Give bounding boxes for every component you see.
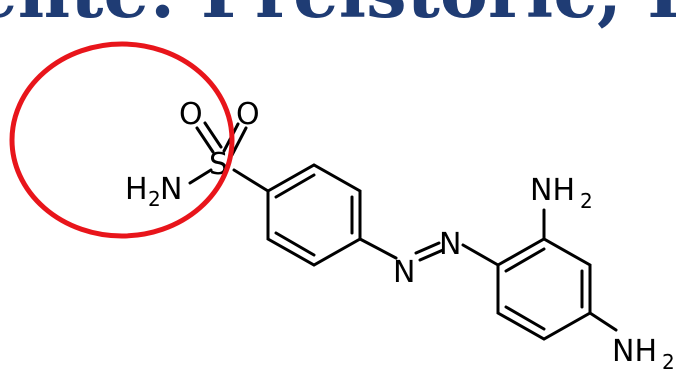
bond-azo-a bbox=[414, 241, 441, 255]
bond-ring2-nh2-bottom bbox=[588, 311, 618, 332]
atom-amide-h-subscript: 2 bbox=[148, 187, 161, 211]
atom-amine-top-subscript: 2 bbox=[580, 189, 593, 213]
bond-s-n bbox=[188, 168, 213, 185]
bond-s-o-left-a bbox=[195, 126, 215, 154]
atom-oxygen-left: O bbox=[179, 97, 203, 132]
bond-azo-b bbox=[418, 248, 445, 262]
ring1-inner-bond-a bbox=[274, 173, 316, 199]
atom-azo-n-right: N bbox=[439, 227, 461, 262]
bond-lines bbox=[188, 121, 618, 341]
atom-oxygen-right: O bbox=[236, 97, 260, 132]
ring2-inner-bond-a bbox=[504, 247, 546, 273]
atom-amide-n: N bbox=[160, 172, 182, 207]
benzene-ring-2 bbox=[496, 237, 592, 341]
bond-azo-ring2 bbox=[461, 243, 500, 267]
bond-ring1-azo bbox=[358, 237, 398, 260]
bond-s-o-right-b bbox=[230, 126, 248, 157]
red-highlight-circle bbox=[9, 41, 235, 239]
atom-amine-bottom-subscript: 2 bbox=[662, 350, 675, 374]
atom-amine-top: NH bbox=[530, 173, 575, 208]
ring2-inner-bond-c bbox=[504, 305, 546, 331]
atom-amide-h: H bbox=[125, 172, 148, 207]
bond-s-ring bbox=[232, 168, 270, 193]
atom-amine-bottom: NH bbox=[612, 334, 657, 369]
atom-labels: O O S H 2 N N N NH 2 NH 2 bbox=[125, 97, 675, 374]
slide-title-fragment: ente: Preistoric, Prez bbox=[0, 0, 676, 28]
bond-s-o-left-b bbox=[203, 121, 223, 149]
benzene-ring-1 bbox=[266, 163, 362, 267]
atom-azo-n-left: N bbox=[393, 255, 415, 290]
ring1-inner-bond-c bbox=[274, 231, 316, 257]
